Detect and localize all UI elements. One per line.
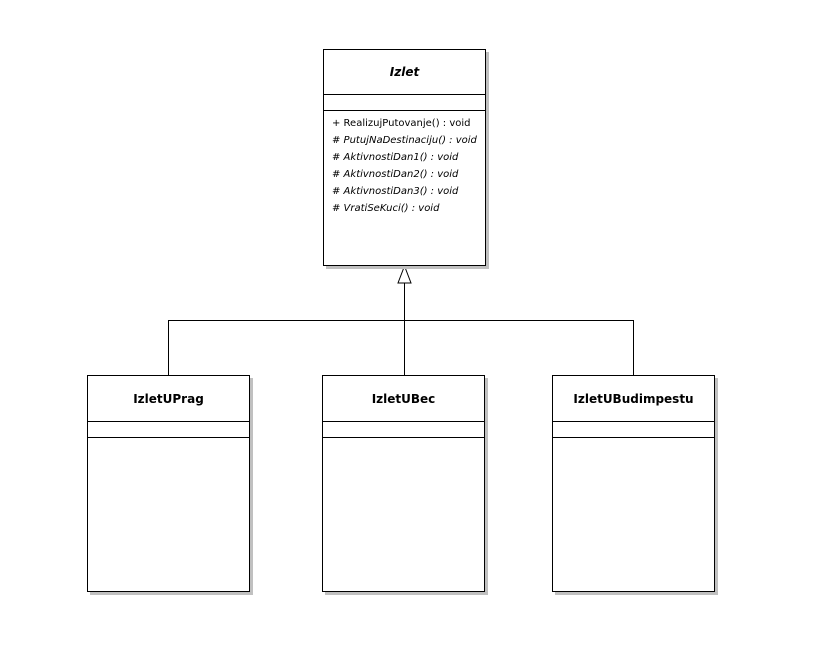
operations-compartment [88, 438, 249, 442]
operations-compartment [553, 438, 714, 442]
attributes-compartment [553, 422, 714, 438]
class-name: IzletUPrag [88, 376, 249, 422]
operation-aktivnosti-dan1: # AktivnostiDan1() : void [332, 152, 459, 163]
operations-compartment: + RealizujPutovanje() : void # PutujNaDe… [324, 111, 485, 217]
attributes-compartment [324, 95, 485, 111]
attributes-compartment [323, 422, 484, 438]
inheritance-arrowhead [397, 264, 412, 284]
class-name: Izlet [324, 50, 485, 95]
class-izlet-u-budimpestu[interactable]: IzletUBudimpestu [552, 375, 715, 592]
operation-realizuj-putovanje: + RealizujPutovanje() : void [332, 118, 471, 129]
operation-vrati-se-kuci: # VratiSeKuci() : void [332, 203, 440, 214]
attributes-compartment [88, 422, 249, 438]
operation-aktivnosti-dan3: # AktivnostiDan3() : void [332, 186, 459, 197]
class-izlet-u-prag[interactable]: IzletUPrag [87, 375, 250, 592]
operations-compartment [323, 438, 484, 442]
class-name: IzletUBudimpestu [553, 376, 714, 422]
class-name: IzletUBec [323, 376, 484, 422]
operation-aktivnosti-dan2: # AktivnostiDan2() : void [332, 169, 459, 180]
class-izlet-u-bec[interactable]: IzletUBec [322, 375, 485, 592]
class-izlet[interactable]: Izlet + RealizujPutovanje() : void # Put… [323, 49, 486, 266]
operation-putuj-na-destinaciju: # PutujNaDestinaciju() : void [332, 135, 477, 146]
